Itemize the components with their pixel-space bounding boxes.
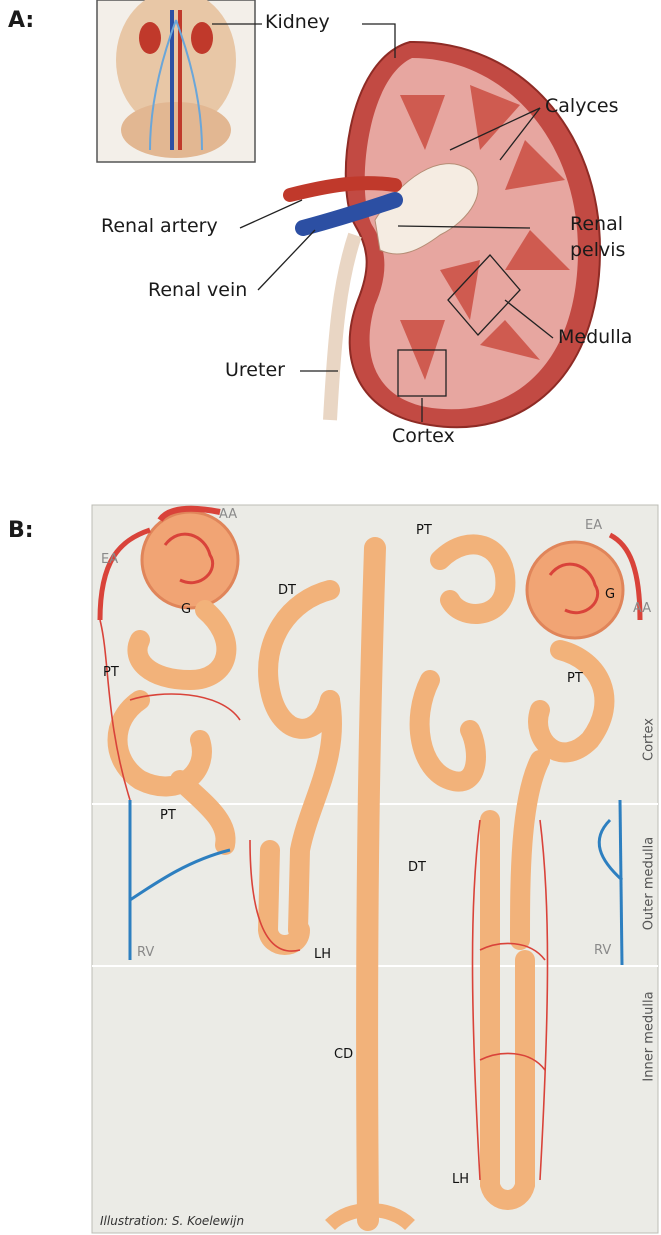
calyces-label: Calyces bbox=[545, 96, 618, 117]
lh-left-label: LH bbox=[314, 947, 331, 962]
g-right-label: G bbox=[605, 587, 615, 602]
ea-right-label: EA bbox=[585, 518, 602, 533]
pt-right-top-label: PT bbox=[416, 523, 432, 538]
renal-vein-label: Renal vein bbox=[148, 280, 247, 301]
renal-artery-label: Renal artery bbox=[101, 216, 218, 237]
cd-label: CD bbox=[334, 1047, 353, 1062]
renal-pelvis-label-line2: pelvis bbox=[570, 240, 625, 261]
pt-right-label: PT bbox=[567, 671, 583, 686]
lh-right-label: LH bbox=[452, 1172, 469, 1187]
zone-outer-medulla-label: Outer medulla bbox=[642, 834, 657, 934]
pt-left-lower-label: PT bbox=[160, 808, 176, 823]
ea-left-label: EA bbox=[101, 552, 118, 567]
zone-inner-medulla-label: Inner medulla bbox=[642, 987, 657, 1087]
kidney-label: Kidney bbox=[265, 12, 330, 33]
ureter-label: Ureter bbox=[225, 360, 285, 381]
dt-right-label: DT bbox=[408, 860, 426, 875]
medulla-label: Medulla bbox=[558, 327, 632, 348]
rv-left-label: RV bbox=[137, 945, 154, 960]
illustration-credit: Illustration: S. Koelewijn bbox=[100, 1214, 244, 1228]
aa-right-label: AA bbox=[633, 601, 651, 616]
panel-b-illustration bbox=[92, 505, 658, 1233]
cortex-label: Cortex bbox=[392, 426, 455, 447]
aa-left-label: AA bbox=[219, 507, 237, 522]
panel-b-letter: B: bbox=[8, 518, 34, 543]
pt-left-upper-label: PT bbox=[103, 665, 119, 680]
renal-pelvis-label-line1: Renal bbox=[570, 214, 623, 235]
zone-cortex-label: Cortex bbox=[642, 715, 657, 765]
dt-left-label: DT bbox=[278, 583, 296, 598]
rv-right-label: RV bbox=[594, 943, 611, 958]
g-left-label: G bbox=[181, 602, 191, 617]
